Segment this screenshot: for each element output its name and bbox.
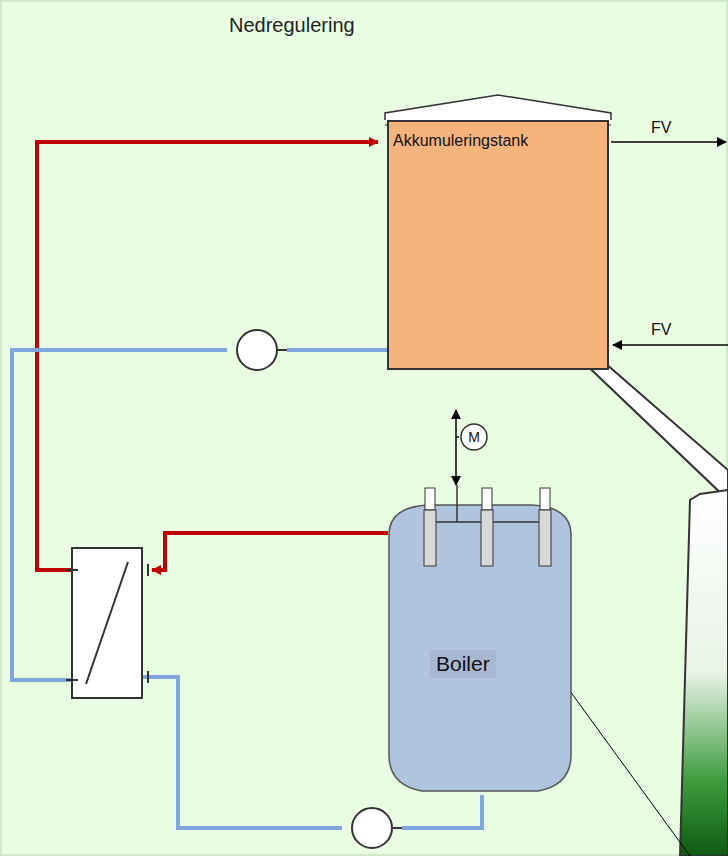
electric-boiler: Boiler <box>388 485 572 797</box>
actuator-arrow <box>455 410 457 485</box>
motor-symbol: M <box>459 422 489 452</box>
boiler-vessel <box>388 485 572 797</box>
node-label: Boiler <box>430 650 496 678</box>
motor-letter: M <box>459 422 489 452</box>
storage-tank: Akkumuleringstank <box>387 120 609 370</box>
diagram-title: Nedregulering <box>229 14 355 37</box>
node-label: Akkumuleringstank <box>389 122 607 150</box>
flow-label: FV <box>651 321 671 339</box>
flow-label: FV <box>651 119 671 137</box>
